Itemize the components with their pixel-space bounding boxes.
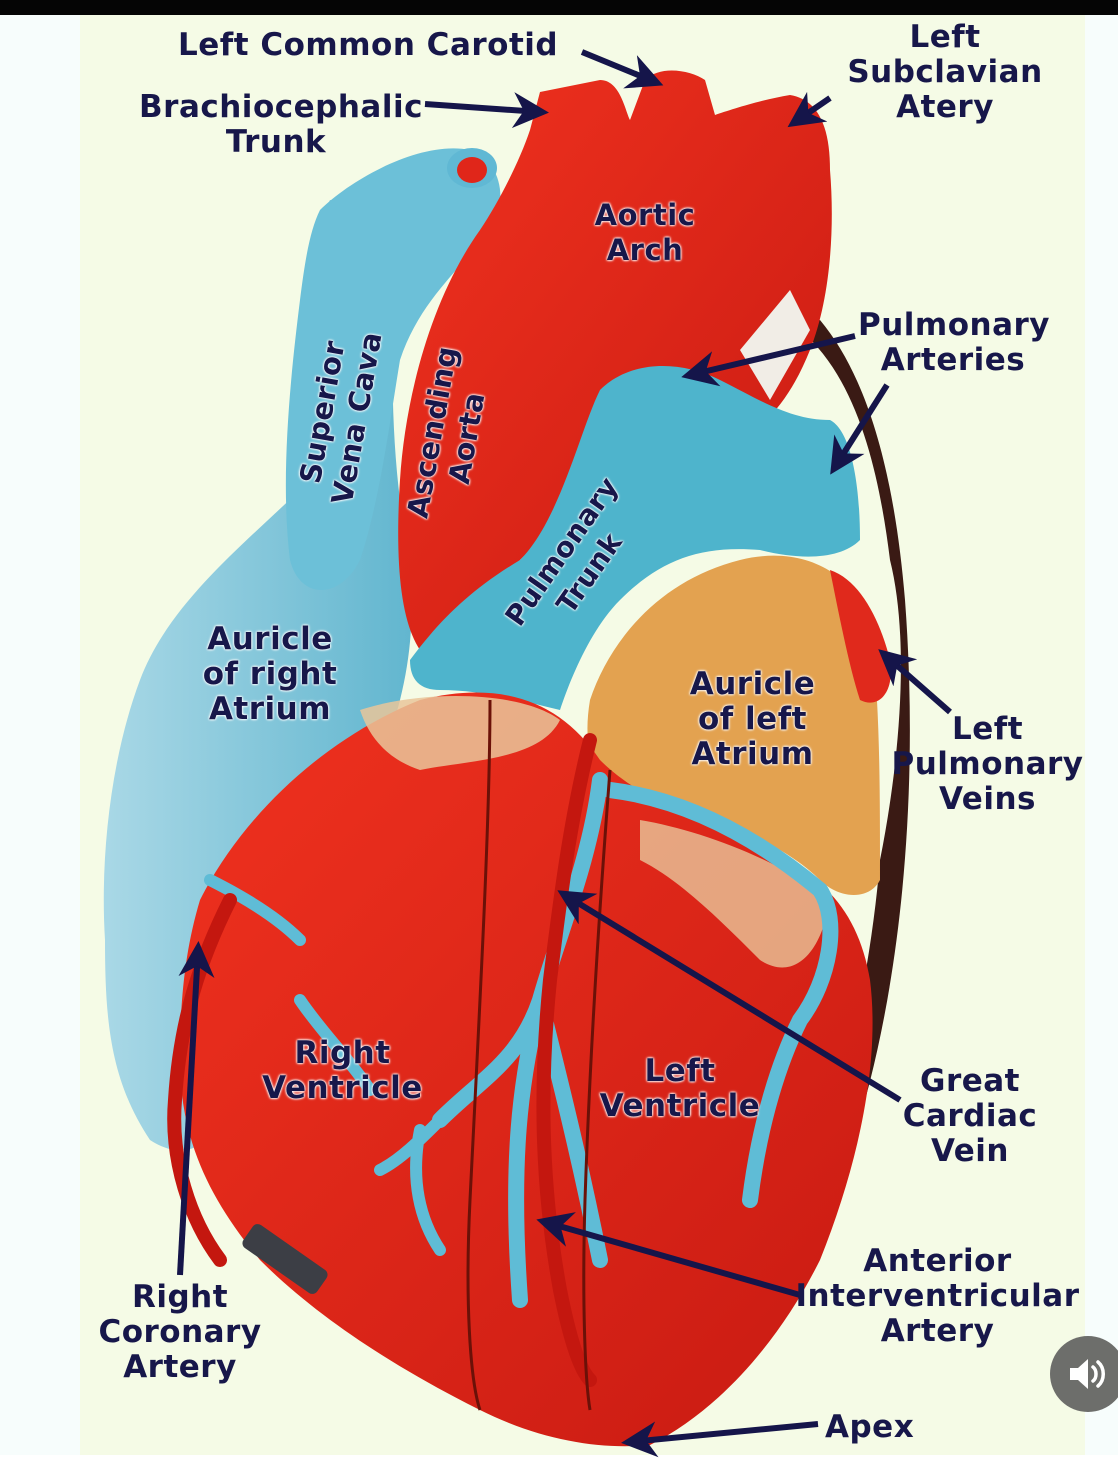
label-line: Subclavian [847,54,1043,90]
label-line: Aortic [594,198,696,232]
label-line: Anterior [863,1243,1012,1279]
label-line: Artery [123,1349,237,1385]
label-line: Vein [930,1133,1010,1169]
label-line: Atrium [208,691,332,727]
label-line: Arteries [880,342,1026,378]
label-pulmonary-arteries: Pulmonary Arteries [858,307,1050,378]
label-line: Coronary [98,1314,262,1350]
arrow-brachiocephalic [424,92,549,129]
label-line: Interventricular [795,1278,1080,1314]
anterior-interventricular-artery [536,733,597,1387]
arrow-apex [621,1421,819,1458]
left-pulmonary-veins [830,570,891,703]
label-left-common-carotid: Left Common Carotid [178,27,559,63]
left-atrium-auricle [587,555,880,895]
label-left-pulmonary-veins: Left Pulmonary Veins [890,712,1085,817]
arrow-pulmonary-artery-1 [681,333,856,387]
label-right-ventricle: Right Ventricle [255,1036,430,1106]
label-anterior-interventricular-artery: Anterior Interventricular Artery [795,1244,1080,1349]
speaker-volume-icon [1070,1359,1105,1389]
label-line: Auricle [689,666,816,702]
aorta [398,70,832,651]
arrow-anterior-interventricular [536,1212,801,1298]
label-right-coronary-artery: Right Coronary Artery [95,1280,265,1385]
label-line: Cardiac [902,1098,1038,1134]
volume-button[interactable] [1050,1336,1118,1412]
label-line: Great [920,1063,1020,1099]
label-line: Artery [880,1313,995,1349]
label-line: Auricle [207,621,333,657]
arrow-left-pulmonary-veins [878,649,952,715]
top-bar [0,0,1118,15]
label-line: Left [644,1053,716,1089]
arrow-left-common-carotid [580,49,664,89]
label-line: Ventricle [262,1070,423,1106]
label-apex: Apex [825,1409,915,1445]
label-aortic-arch: Aortic Arch [560,198,730,268]
label-line: Left [909,19,981,55]
label-line: Left [951,711,1024,747]
label-line: of right [202,656,338,692]
label-line: Pulmonary [891,746,1084,782]
cardiac-vein-branches [204,874,446,1256]
label-line: Right [131,1279,229,1315]
label-left-ventricle: Left Ventricle [595,1054,765,1124]
model-pin [242,1224,328,1294]
label-line: Trunk [225,124,327,160]
label-line: Brachiocephalic [139,89,423,125]
label-line: Arch [606,233,684,267]
label-line: of left [697,701,808,737]
label-line: Atery [896,89,994,125]
pulmonary-trunk [410,366,860,710]
label-line: Pulmonary [858,307,1050,343]
label-auricle-left-atrium: Auricle of left Atrium [680,667,825,772]
label-great-cardiac-vein: Great Cardiac Vein [895,1064,1045,1169]
arrow-great-cardiac-vein [557,890,902,1103]
ligamentum [740,290,810,400]
arrow-left-subclavian [787,91,832,128]
label-line: Ventricle [599,1088,761,1124]
arrow-right-coronary [177,941,215,1276]
arrow-pulmonary-artery-2 [830,383,890,475]
label-line: Veins [939,781,1036,817]
label-line: Atrium [691,736,814,772]
superior-vena-cava [285,148,501,590]
pointer-arrows [177,49,952,1458]
label-left-subclavian-artery: Left Subclavian Atery [845,20,1045,125]
bottom-strip [0,1455,1118,1475]
label-line: Right [294,1035,391,1071]
label-auricle-right-atrium: Auricle of right Atrium [190,622,350,727]
label-brachiocephalic-trunk: Brachiocephalic Trunk [136,90,426,160]
